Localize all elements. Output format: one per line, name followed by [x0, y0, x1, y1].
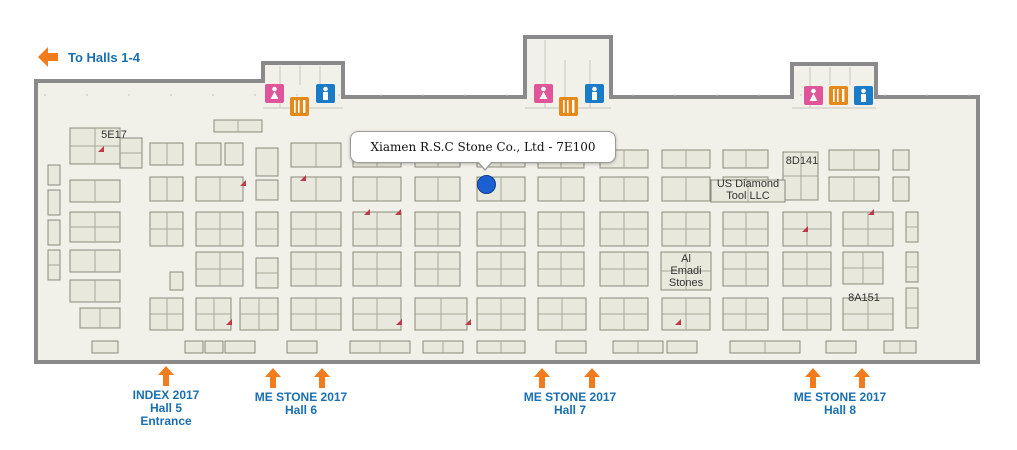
booth[interactable]: [224, 142, 244, 166]
entrance-event: ME STONE 2017: [523, 390, 617, 404]
booth-label-us-diamond-2: Tool LLC: [726, 190, 770, 202]
booth-label-al-emadi-2: Emadi: [670, 265, 702, 277]
booth-grid: [47, 119, 919, 354]
booth[interactable]: [91, 340, 119, 354]
arrow-up-icon: [314, 368, 330, 388]
restroom-female-icon: [265, 84, 284, 103]
booth-corner-marker: [396, 319, 402, 325]
restaurant-icon: [559, 97, 578, 116]
booth-corner-marker: [802, 226, 808, 232]
booth[interactable]: [169, 271, 184, 291]
restroom-male-icon: [854, 86, 873, 105]
restaurant-icon: [290, 97, 309, 116]
location-pin-icon[interactable]: [477, 175, 496, 194]
arrow-up-icon: [805, 368, 821, 388]
booth[interactable]: [286, 340, 318, 354]
arrow-up-icon: [534, 368, 550, 388]
entrance-hall8[interactable]: ME STONE 2017 Hall 8: [784, 391, 896, 417]
entrance-hall7[interactable]: ME STONE 2017 Hall 7: [514, 391, 626, 417]
booth-label-8a151: 8A151: [848, 292, 880, 304]
booth-label-8d141: 8D141: [785, 155, 819, 167]
booth[interactable]: [224, 340, 256, 354]
entrance-type: Entrance: [140, 414, 192, 428]
arrow-up-icon: [158, 366, 174, 386]
booth[interactable]: [195, 142, 222, 166]
booth[interactable]: [255, 147, 279, 177]
booth[interactable]: [47, 219, 61, 246]
entrance-hall: Hall 6: [284, 403, 317, 417]
booth[interactable]: [825, 340, 857, 354]
entrance-event: ME STONE 2017: [254, 390, 348, 404]
entrance-hall: Hall 5: [149, 401, 182, 415]
arrow-up-icon: [265, 368, 281, 388]
booth-corner-marker: [300, 175, 306, 181]
booth[interactable]: [666, 340, 698, 354]
arrow-left-icon[interactable]: [38, 47, 58, 67]
restaurant-icon: [829, 86, 848, 105]
arrow-up-icon: [854, 368, 870, 388]
booth-label-al-emadi: Al: [681, 253, 691, 265]
booth-corner-marker: [240, 180, 246, 186]
entrance-hall: Hall 8: [823, 403, 856, 417]
booth-corner-marker: [395, 209, 401, 215]
booth-corner-marker: [465, 319, 471, 325]
booth[interactable]: [255, 179, 279, 201]
to-halls-label: To Halls 1-4: [68, 49, 141, 65]
restroom-female-icon: [804, 86, 823, 105]
booth[interactable]: [204, 340, 224, 354]
booth-label-al-emadi-3: Stones: [668, 277, 704, 289]
booth[interactable]: [892, 149, 910, 171]
restroom-male-icon: [316, 84, 335, 103]
tooltip-text: Xiamen R.S.C Stone Co., Ltd - 7E100: [370, 140, 596, 154]
booth-tooltip: Xiamen R.S.C Stone Co., Ltd - 7E100: [350, 131, 616, 171]
booth[interactable]: [184, 340, 204, 354]
to-halls-link[interactable]: To Halls 1-4: [38, 46, 140, 68]
restroom-female-icon: [534, 84, 553, 103]
entrance-event: ME STONE 2017: [793, 390, 887, 404]
booth-label-5e17: 5E17: [101, 129, 127, 141]
booth[interactable]: [555, 340, 587, 354]
entrance-event: INDEX 2017: [132, 388, 200, 402]
booth-corner-marker: [98, 146, 104, 152]
booth-corner-marker: [868, 209, 874, 215]
booth[interactable]: [892, 176, 910, 202]
booth-corner-marker: [364, 209, 370, 215]
entrance-hall6[interactable]: ME STONE 2017 Hall 6: [245, 391, 357, 417]
booth-corner-marker: [226, 319, 232, 325]
booth[interactable]: [47, 164, 61, 186]
entrance-hall5[interactable]: INDEX 2017 Hall 5 Entrance: [116, 389, 216, 428]
entrance-hall: Hall 7: [553, 403, 586, 417]
booth[interactable]: [47, 189, 61, 216]
restroom-male-icon: [585, 84, 604, 103]
booth-label-us-diamond: US Diamond: [716, 178, 780, 190]
arrow-up-icon: [584, 368, 600, 388]
booth-corner-marker: [675, 319, 681, 325]
arrow-left-icon-hitbox: [38, 46, 60, 68]
